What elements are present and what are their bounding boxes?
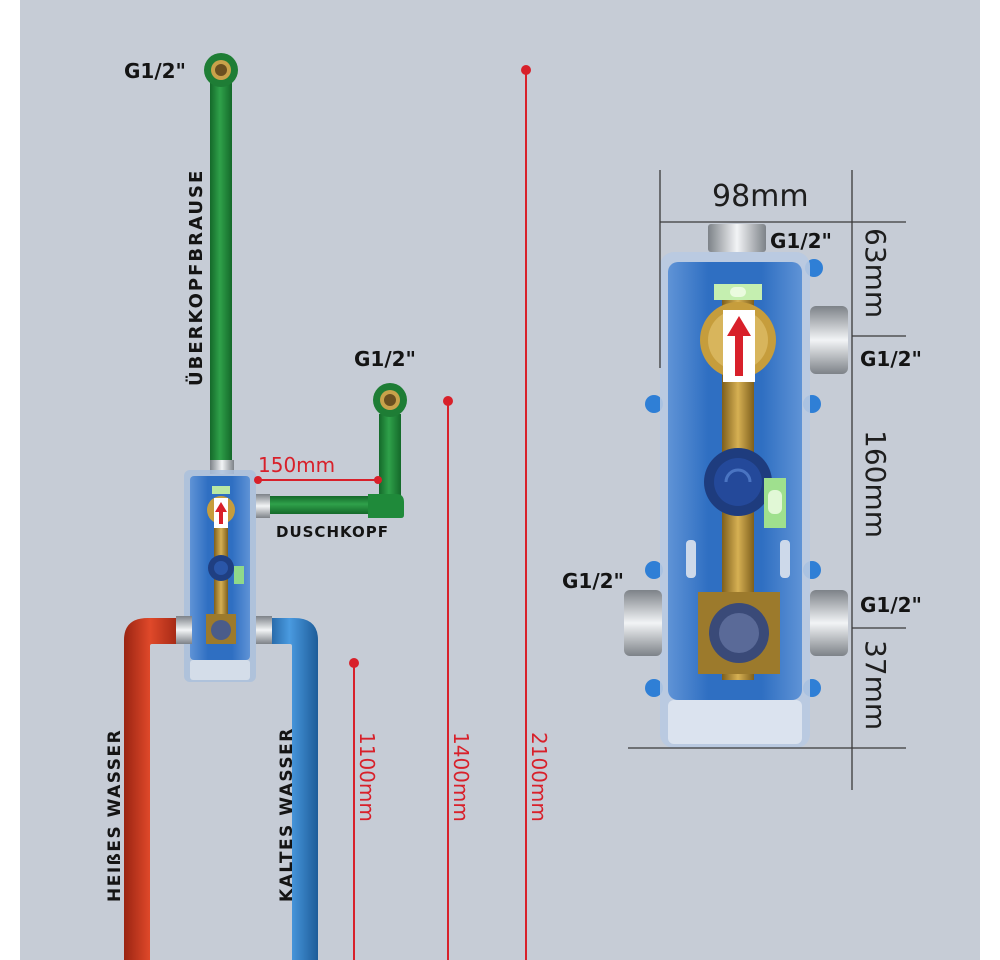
- label-1100mm: 1100mm: [355, 732, 379, 822]
- hot-inlet-connector: [176, 616, 192, 644]
- label-hot-water: HEIßES WASSER: [105, 729, 125, 902]
- label-1400mm: 1400mm: [449, 732, 473, 822]
- label-cold-water: KALTES WASSER: [277, 727, 297, 902]
- measure-2100: [521, 65, 531, 960]
- elbow-fitting: [368, 494, 404, 518]
- overhead-outlet-fitting: [204, 53, 238, 87]
- cold-inlet-connector: [256, 616, 272, 644]
- label-top-inlet: G1/2": [770, 229, 832, 253]
- valve-box-detail: [645, 224, 823, 748]
- label-duschkopf: DUSCHKOPF: [276, 523, 389, 541]
- valve-box-small: [184, 470, 256, 682]
- label-150mm: 150mm: [258, 453, 335, 477]
- hand-shower-outlet-fitting: [373, 383, 407, 417]
- label-left-inlet: G1/2": [562, 569, 624, 593]
- overhead-shower-pipe: [210, 80, 232, 470]
- hot-water-pipe: [124, 618, 182, 960]
- hand-shower-pipe-horizontal: [258, 496, 376, 514]
- right-side-connectors: [624, 306, 848, 656]
- label-hand-outlet: G1/2": [354, 347, 416, 371]
- label-160mm: 160mm: [859, 430, 892, 538]
- duschkopf-connector: [256, 494, 270, 518]
- label-upper-right-outlet: G1/2": [860, 347, 922, 371]
- label-overhead-outlet: G1/2": [124, 59, 186, 83]
- label-63mm: 63mm: [859, 228, 892, 318]
- label-2100mm: 2100mm: [527, 732, 551, 822]
- cold-water-pipe: [266, 618, 318, 960]
- label-ueberkopfbrause: ÜBERKOPFBRAUSE: [185, 169, 207, 386]
- background-panel: [20, 0, 980, 960]
- detail-dimension-lines: [628, 170, 906, 790]
- measure-1400: [443, 396, 453, 960]
- label-37mm: 37mm: [859, 640, 892, 730]
- hand-shower-pipe-vertical: [379, 414, 401, 506]
- measure-1100: [349, 658, 359, 960]
- label-right-inlet: G1/2": [860, 593, 922, 617]
- label-98mm: 98mm: [712, 179, 809, 214]
- measure-150: [254, 476, 382, 484]
